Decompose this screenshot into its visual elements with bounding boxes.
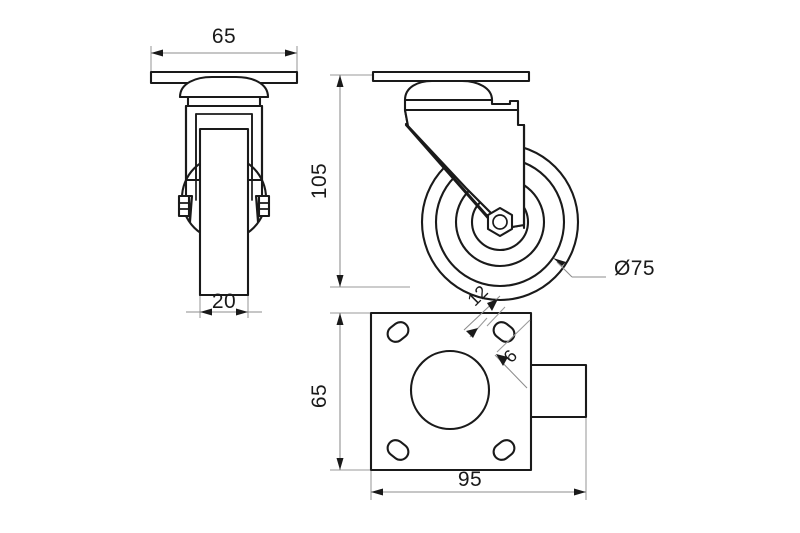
plan-center-bore [409,349,491,431]
plan-slot-top-left [386,321,410,343]
dimension-label-95: 95 [458,468,482,491]
front-view: 65 [149,25,299,318]
plan-swivel-tab [528,363,588,419]
plan-slot-bottom-right [492,439,516,461]
dimension-label-65-front: 65 [212,25,236,48]
front-wheel-tread [198,127,250,297]
dimension-label-20: 20 [212,290,236,313]
plan-slot-top-right [492,321,516,343]
dimension-plate-width-front: 65 [150,25,298,80]
dimension-wheel-width: 20 [186,290,262,318]
dimension-label-65-plan: 65 [308,384,331,408]
dimension-overall-height: 105 [308,74,410,288]
dimension-label-diameter-75: Ø75 [614,257,655,280]
side-swivel-dome [403,79,494,102]
plan-slot-bottom-left [386,439,410,461]
side-fork-front-edge-overlay [404,122,500,230]
front-swivel-dome [178,75,270,99]
dimension-plate-depth-plan: 65 [308,312,372,471]
dimension-wheel-diameter: Ø75 [553,257,655,280]
front-axle-bolt-right [254,194,271,224]
side-axle-hex-nut [486,206,514,238]
front-axle-bolt-left [177,194,194,224]
dimension-plate-overall-length: 95 [370,418,587,500]
dimension-label-105: 105 [308,163,331,199]
side-mounting-plate [371,70,531,83]
side-view: 105 Ø7 [308,70,655,302]
front-fork-neck [186,95,262,108]
